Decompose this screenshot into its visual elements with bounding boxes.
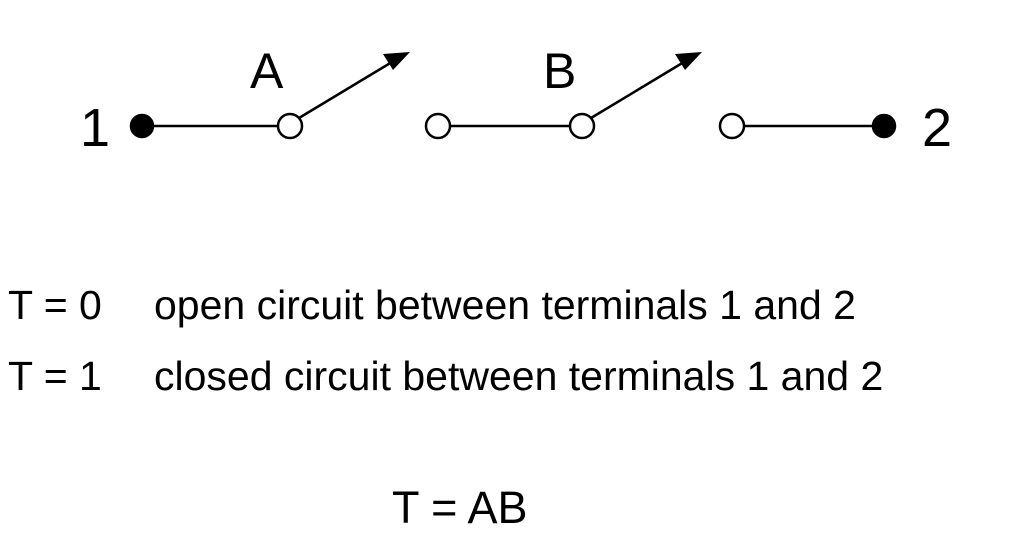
switch-a-lever xyxy=(298,60,393,120)
terminal-1-label: 1 xyxy=(80,98,110,158)
switch-a-contact-node xyxy=(424,112,452,140)
switch-a-pivot-node xyxy=(276,112,304,140)
switch-b-label: B xyxy=(543,43,576,99)
terminal-2-label: 2 xyxy=(922,98,952,158)
switch-b-arrowhead-icon xyxy=(675,52,702,70)
definition-row-open: T = 0 open circuit between terminals 1 an… xyxy=(8,281,856,329)
switch-b-lever xyxy=(590,60,685,120)
definition-text-open: open circuit between terminals 1 and 2 xyxy=(154,282,856,328)
definition-value-closed: T = 1 xyxy=(8,353,102,399)
switch-a-label: A xyxy=(250,43,284,99)
definition-text-closed: closed circuit between terminals 1 and 2 xyxy=(154,353,884,399)
switch-b-contact-node xyxy=(718,112,746,140)
boolean-formula: T = AB xyxy=(392,482,528,533)
definition-value-open: T = 0 xyxy=(8,282,102,328)
switch-b-pivot-node xyxy=(568,112,596,140)
terminal-2-node xyxy=(871,113,897,139)
switch-a-arrowhead-icon xyxy=(383,52,410,70)
definition-row-closed: T = 1 closed circuit between terminals 1 … xyxy=(8,352,883,400)
